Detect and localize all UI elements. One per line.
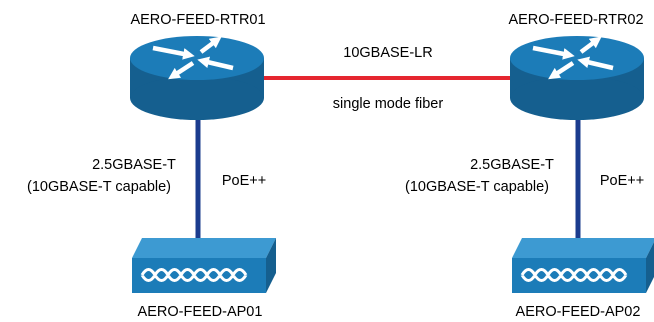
- rtr01-name-label: AERO-FEED-RTR01: [130, 12, 265, 28]
- access-point-ap01[interactable]: [132, 238, 276, 293]
- wave-antenna-icon: [140, 268, 248, 282]
- router-rtr02[interactable]: [510, 36, 644, 120]
- ap02-name-label: AERO-FEED-AP02: [516, 304, 641, 320]
- router-arrows-icon: [532, 36, 614, 80]
- ap-top-face: [512, 238, 654, 258]
- wave-antenna-icon: [520, 268, 628, 282]
- left-drop-speed-label: 2.5GBASE-T: [92, 157, 176, 173]
- router-arrows-icon: [152, 36, 234, 80]
- right-drop-power-label: PoE++: [600, 173, 644, 189]
- router-top: [510, 36, 644, 80]
- router-rtr01[interactable]: [130, 36, 264, 120]
- fiber-link-speed-label: 10GBASE-LR: [343, 45, 432, 61]
- left-drop-power-label: PoE++: [222, 173, 266, 189]
- router-bottom: [130, 76, 264, 120]
- router-bottom: [510, 76, 644, 120]
- ap-side-face: [646, 242, 654, 293]
- ap-top-face: [132, 238, 276, 258]
- ap01-name-label: AERO-FEED-AP01: [138, 304, 263, 320]
- left-drop-capability-label: (10GBASE-T capable): [27, 179, 171, 195]
- rtr02-name-label: AERO-FEED-RTR02: [508, 12, 643, 28]
- right-drop-capability-label: (10GBASE-T capable): [405, 179, 549, 195]
- right-drop-speed-label: 2.5GBASE-T: [470, 157, 554, 173]
- ap-side-face: [266, 238, 276, 293]
- access-point-ap02[interactable]: [512, 238, 654, 293]
- router-top: [130, 36, 264, 80]
- fiber-link-medium-label: single mode fiber: [333, 96, 444, 112]
